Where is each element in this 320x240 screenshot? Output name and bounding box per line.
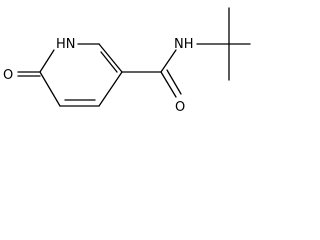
- bond-c5-c6: [39, 71, 61, 107]
- chemical-structure: HN O NH O: [3, 7, 251, 115]
- bond-c2-c3: [98, 43, 123, 73]
- atom-label-ring-carbonyl-o: O: [3, 68, 13, 83]
- atom-label-ring-nh: HN: [56, 37, 76, 52]
- atom-label-amide-nh: NH: [174, 37, 194, 52]
- ring-carbonyl: [17, 71, 41, 77]
- tert-butyl-group: [196, 7, 251, 81]
- atom-label-amide-o: O: [175, 100, 185, 115]
- bond-c6-n1: [39, 49, 55, 73]
- bond-camide-o: [160, 71, 177, 98]
- amide-group: [121, 49, 182, 98]
- bond-c2-c3-inner: [100, 51, 118, 73]
- pyridinone-ring: [39, 43, 123, 107]
- bond-camide-o-inner: [166, 69, 182, 95]
- bond-c3-c4: [98, 71, 123, 107]
- bond-camide-n: [160, 49, 177, 73]
